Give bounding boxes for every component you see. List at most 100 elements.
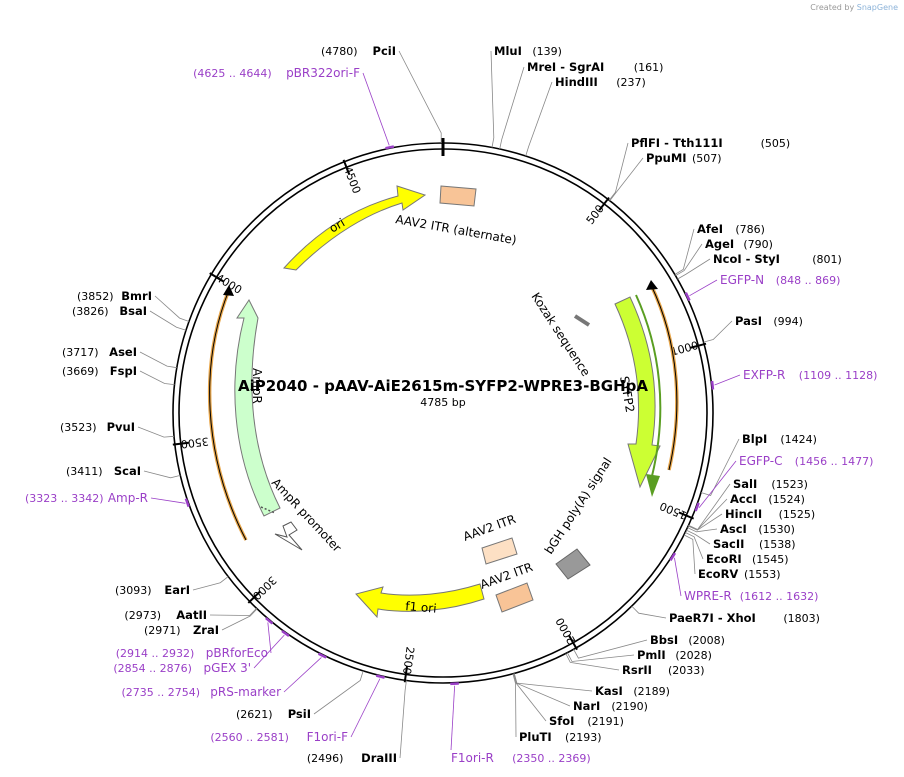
feature-ampr[interactable] [234, 299, 281, 517]
enzyme-blpi[interactable]: BlpI(1424) [700, 432, 817, 496]
enzyme-zrai[interactable]: ZraI (2971) [144, 608, 258, 637]
enzyme-name: FspI [110, 364, 137, 378]
tick-label-1500: 1500 [658, 499, 689, 522]
tick-label-3500: 3500 [180, 435, 209, 451]
enzyme-position: (2971) [144, 624, 181, 637]
enzyme-scai[interactable]: ScaI(3411) [66, 464, 181, 479]
enzyme-sfoi[interactable]: SfoI(2191) [513, 673, 624, 728]
enzyme-agei[interactable]: AgeI(790) [675, 237, 773, 277]
primer-range: (2735 .. 2754) [121, 686, 200, 699]
primer-pgex-3[interactable]: pGEX 3'(2854 .. 2876) [113, 629, 290, 675]
primer-f1ori-r[interactable]: F1ori-R(2350 .. 2369) [450, 682, 591, 765]
enzyme-pcii[interactable]: PciI(4780) [321, 44, 442, 143]
primer-pbr322ori-f[interactable]: pBR322ori-F(4625 .. 4644) [193, 66, 395, 150]
enzyme-ecori[interactable]: EcoRI(1545) [685, 532, 789, 566]
enzyme-name: EcoRI [706, 552, 742, 566]
primer-amp-r[interactable]: Amp-R(3323 .. 3342) [25, 491, 190, 508]
enzyme-name: AscI [720, 522, 747, 536]
tick-mark-3000 [247, 591, 261, 604]
enzyme-rsrii[interactable]: RsrII(2033) [565, 653, 705, 678]
feature-ori[interactable] [283, 185, 427, 271]
plasmid-length: 4785 bp [420, 396, 465, 409]
primer-name: Amp-R [108, 491, 148, 505]
feature-aav2-itr-alternate[interactable] [439, 185, 477, 207]
enzyme-mrei-sgrai[interactable]: MreI - SgrAI(161) [499, 60, 664, 150]
tick-mark-500 [598, 196, 610, 211]
enzyme-leader [512, 673, 517, 738]
primer-egfp-c[interactable]: EGFP-C(1456 .. 1477) [694, 454, 874, 512]
primer-leader [253, 634, 285, 669]
enzyme-name: MreI - SgrAI [527, 60, 604, 74]
enzyme-hincii[interactable]: HincII(1525) [688, 507, 815, 531]
primer-leader [450, 685, 456, 751]
enzyme-acci[interactable]: AccI(1524) [688, 492, 805, 531]
primer-site [669, 552, 677, 561]
primer-pbrforeco[interactable]: pBRforEco(2914 .. 2932) [116, 617, 274, 660]
orange-arc-right-core [650, 284, 678, 471]
primer-exfp-r[interactable]: EXFP-R(1109 .. 1128) [710, 368, 877, 390]
enzyme-leader [565, 653, 620, 671]
feature-aav2-itr-2[interactable] [495, 582, 534, 613]
feature-bgh-polya[interactable] [555, 548, 591, 580]
feature-ampr-promoter[interactable] [274, 521, 303, 551]
enzyme-name: PvuI [107, 420, 135, 434]
enzyme-pluti[interactable]: PluTI(2193) [512, 673, 602, 744]
enzyme-kasi[interactable]: KasI(2189) [513, 673, 670, 698]
enzyme-name: EarI [164, 583, 190, 597]
enzyme-name: BbsI [650, 633, 678, 647]
feature-aav2-itr-1[interactable] [481, 537, 518, 565]
enzyme-eari[interactable]: EarI (3093) [115, 576, 229, 597]
primer-leader [362, 72, 390, 146]
enzyme-draiii[interactable]: DraIII(2496) [307, 680, 407, 766]
feature-f1-ori[interactable] [355, 583, 485, 619]
enzyme-position: (3093) [115, 584, 152, 597]
enzyme-leader [513, 673, 547, 722]
enzyme-leader [675, 243, 703, 277]
enzyme-ecorv[interactable]: EcoRV(1553) [683, 534, 781, 581]
enzyme-ncoi-styi[interactable]: NcoI - StyI(801) [677, 252, 842, 280]
enzyme-paer7i-xhoi[interactable]: PaeR7I - XhoI(1803) [631, 605, 820, 625]
enzyme-leader [490, 50, 495, 148]
enzyme-asci[interactable]: AscI(1530) [687, 522, 795, 536]
enzyme-asei[interactable]: AseI(3717) [62, 345, 177, 369]
enzyme-name: SalI [733, 477, 757, 491]
enzyme-psii[interactable]: PsiI(2621) [236, 670, 364, 721]
enzyme-leader [631, 605, 667, 619]
enzyme-mlui[interactable]: MluI(139) [490, 44, 562, 148]
tick-mark-4500 [342, 159, 351, 176]
enzyme-ppumi[interactable]: PpuMI(507) [609, 151, 722, 201]
enzyme-name: BsaI [119, 304, 147, 318]
enzyme-name: AgeI [705, 237, 734, 251]
enzyme-bsai[interactable]: BsaI(3826) [72, 304, 187, 331]
enzyme-aatii[interactable]: AatII(2973) [124, 608, 257, 622]
enzyme-pflfi-tth111i[interactable]: PflFI - Tth111I(505) [608, 136, 790, 201]
enzyme-pmli[interactable]: PmlI(2028) [567, 648, 712, 662]
enzyme-bbsi[interactable]: BbsI(2008) [573, 633, 725, 659]
primer-prs-marker[interactable]: pRS-marker(2735 .. 2754) [121, 652, 327, 699]
enzyme-nari[interactable]: NarI(2190) [513, 673, 648, 714]
feature-syfp2[interactable] [614, 296, 661, 489]
feature-kozak[interactable] [573, 314, 591, 327]
enzyme-pvui[interactable]: PvuI(3523) [60, 420, 175, 438]
enzyme-name: EcoRV [698, 567, 738, 581]
enzyme-afei[interactable]: AfeI(786) [674, 222, 765, 275]
primer-name: F1ori-R [451, 751, 494, 765]
orange-arc-right [649, 284, 679, 471]
enzyme-fspi[interactable]: FspI(3669) [62, 364, 175, 385]
primer-site [684, 292, 691, 301]
enzyme-pasi[interactable]: PasI(994) [703, 314, 803, 343]
primer-egfp-n[interactable]: EGFP-N(848 .. 869) [684, 273, 841, 301]
enzyme-sacii[interactable]: SacII(1538) [686, 529, 796, 551]
enzyme-position: (1803) [783, 612, 820, 625]
enzyme-bmri[interactable]: BmrI(3852) [77, 289, 190, 322]
enzyme-name: SfoI [549, 714, 574, 728]
enzyme-leader [149, 310, 187, 331]
feature-kozak-label: Kozak sequence [528, 290, 592, 379]
feature-ori-label: ori [327, 216, 348, 236]
orange-arc-left-head [223, 285, 234, 296]
primer-leader [150, 497, 186, 504]
primer-wpre-r[interactable]: WPRE-R(1612 .. 1632) [669, 552, 818, 603]
enzyme-hindiii[interactable]: HindIII(237) [525, 75, 646, 157]
primer-f1ori-f[interactable]: F1ori-F(2560 .. 2581) [210, 674, 385, 744]
enzyme-name: ZraI [193, 623, 219, 637]
